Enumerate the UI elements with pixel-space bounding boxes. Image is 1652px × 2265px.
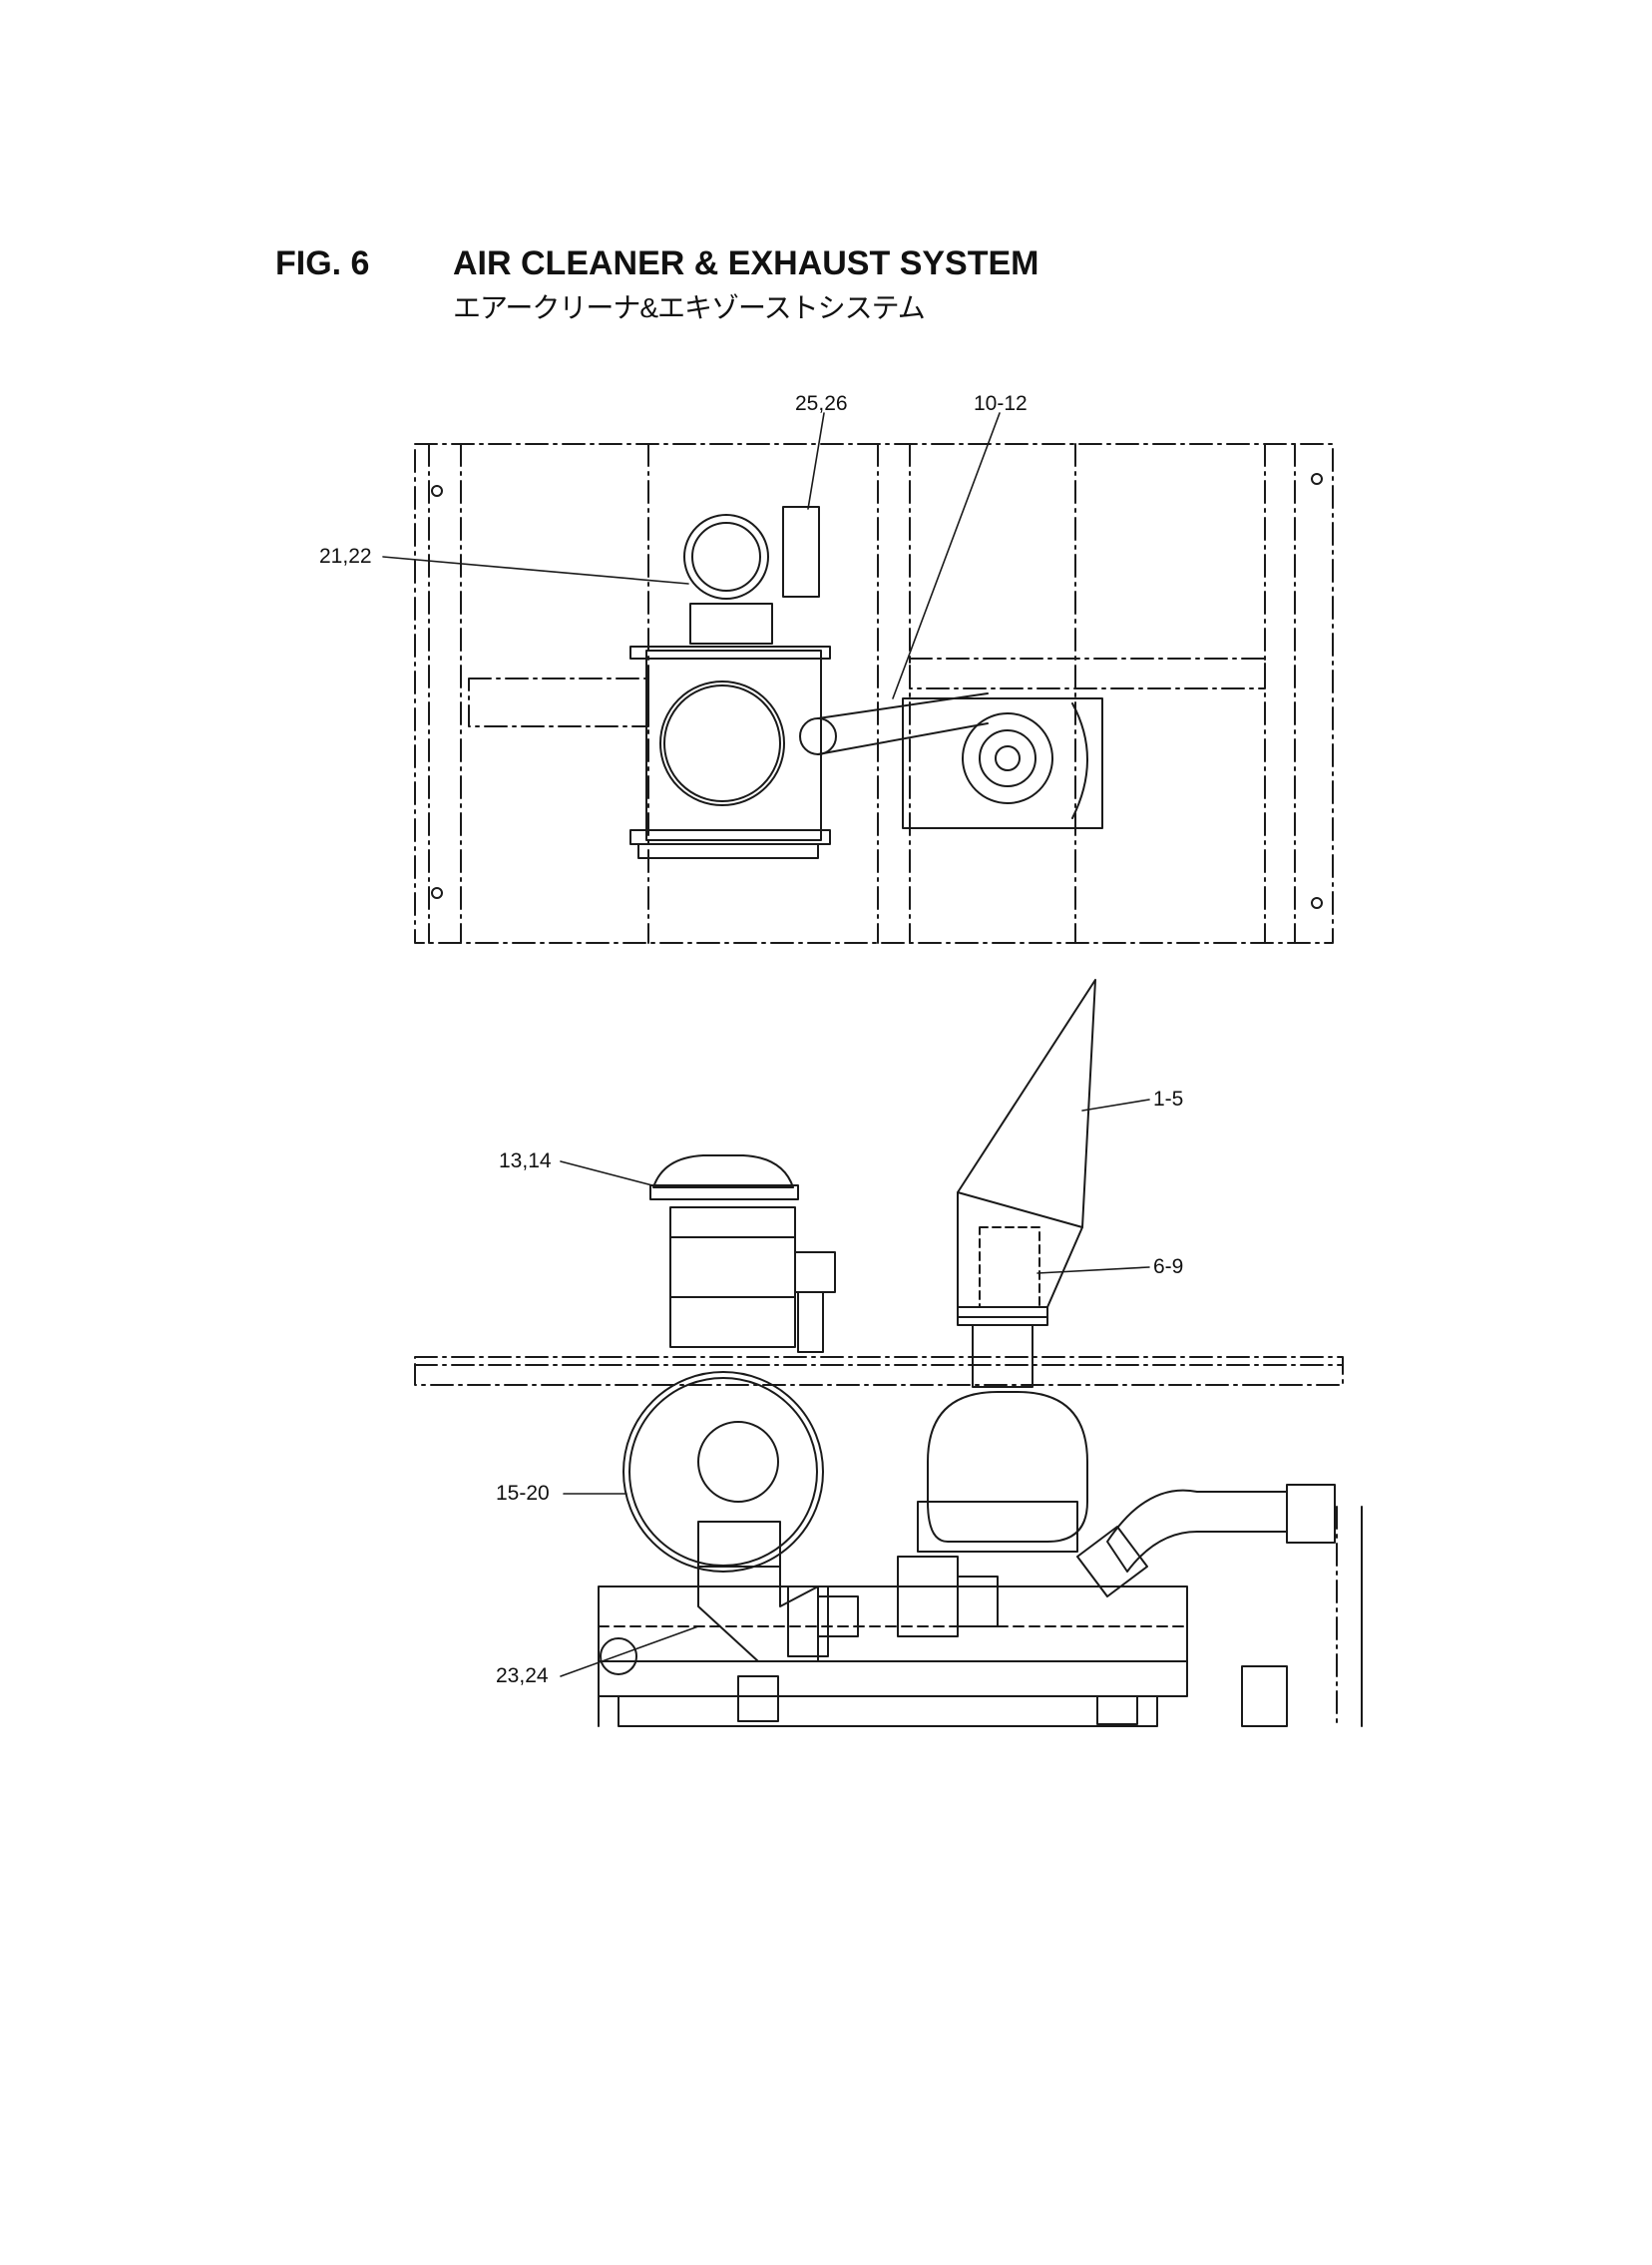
air-cleaner-outlet-side (697, 1421, 779, 1503)
engine-part (817, 1595, 859, 1637)
engine-right-bracket (1241, 1665, 1288, 1727)
exhaust-stack-pipe-line (957, 1191, 1083, 1228)
callout-21-22: 21,22 (319, 545, 372, 568)
callout-labels: 25,26 10-12 21,22 1-5 13,14 6-9 15-20 23… (319, 392, 1183, 1687)
leader-10-12 (892, 412, 1001, 699)
engine-part (957, 1576, 999, 1627)
callout-10-12: 10-12 (974, 392, 1028, 415)
exhaust-adapter (972, 1324, 1033, 1388)
mount-hole (431, 485, 443, 497)
engine-sump (618, 1695, 1158, 1727)
engine-pulley (600, 1637, 637, 1675)
muffler-outlet-top (995, 745, 1021, 771)
exhaust-manifold-connector (1076, 1526, 1148, 1597)
rail-right (909, 658, 1266, 689)
leader-lines (382, 412, 1150, 1677)
air-cleaner-outlet-neck (697, 1521, 781, 1568)
callout-15-20: 15-20 (496, 1482, 550, 1505)
leader-6-9 (1036, 1266, 1150, 1274)
air-cleaner-rain-cap-brim (649, 1184, 799, 1200)
turbo-intake-pipe (1106, 1489, 1288, 1573)
leader-21-22 (382, 556, 689, 585)
muffler-bracket-top (1071, 702, 1088, 819)
callout-25-26: 25,26 (795, 392, 848, 415)
muffler-top-inner (979, 729, 1036, 787)
muffler-top (962, 712, 1053, 804)
indicator-side (794, 1251, 836, 1293)
top-view-frame (414, 443, 1334, 944)
callout-23-24: 23,24 (496, 1664, 549, 1687)
callout-6-9: 6-9 (1153, 1255, 1183, 1278)
leader-25-26 (807, 412, 825, 510)
top-view (414, 443, 1334, 944)
precleaner-cap-top (683, 514, 769, 600)
precleaner-cap-inner (691, 522, 761, 592)
air-cleaner-bottom-plate (637, 843, 819, 859)
figure-label: FIG. 6 (275, 244, 370, 282)
turbo-outlet (1286, 1484, 1336, 1544)
air-cleaner-body-top (645, 650, 822, 841)
air-cleaner-flange-bottom (629, 829, 831, 845)
engine-part (737, 1675, 779, 1722)
figure-title: AIR CLEANER & EXHAUST SYSTEM (453, 244, 1039, 282)
callout-1-5: 1-5 (1153, 1088, 1183, 1111)
air-cleaner-flange-top (629, 646, 831, 660)
side-view (414, 979, 1363, 1727)
mount-hole (1311, 473, 1323, 485)
engine-part (897, 1556, 959, 1637)
air-cleaner-rain-cap (652, 1154, 794, 1188)
air-cleaner-body-side-inner (628, 1377, 818, 1567)
leader-13-14 (560, 1160, 653, 1186)
muffler-side (927, 1391, 1088, 1543)
rail-left (468, 678, 649, 727)
air-cleaner-element-inner (663, 684, 781, 802)
exhaust-stack-pipe (957, 979, 1096, 1318)
hose-elbow (799, 717, 837, 755)
precleaner-body-side (669, 1206, 796, 1348)
exhaust-flex-pipe (979, 1226, 1040, 1308)
callout-13-14: 13,14 (499, 1149, 552, 1172)
figure-title-japanese: エアークリーナ&エキゾーストシステム (453, 292, 926, 323)
side-frame-rail (414, 1356, 1344, 1386)
restriction-indicator (782, 506, 820, 598)
leader-23-24 (560, 1625, 699, 1677)
intake-elbow (697, 1566, 819, 1662)
engine-block (598, 1586, 1188, 1697)
mount-hole (1311, 897, 1323, 909)
muffler-mount-top (902, 697, 1103, 829)
leader-1-5 (1081, 1099, 1150, 1112)
air-cleaner-body-side (622, 1371, 824, 1573)
mount-hole (431, 887, 443, 899)
muffler-mount-bracket (917, 1501, 1078, 1553)
indicator-stem (797, 1291, 824, 1353)
air-cleaner-element-top (659, 680, 785, 806)
engine-part (1096, 1695, 1138, 1725)
precleaner-base (689, 603, 773, 645)
